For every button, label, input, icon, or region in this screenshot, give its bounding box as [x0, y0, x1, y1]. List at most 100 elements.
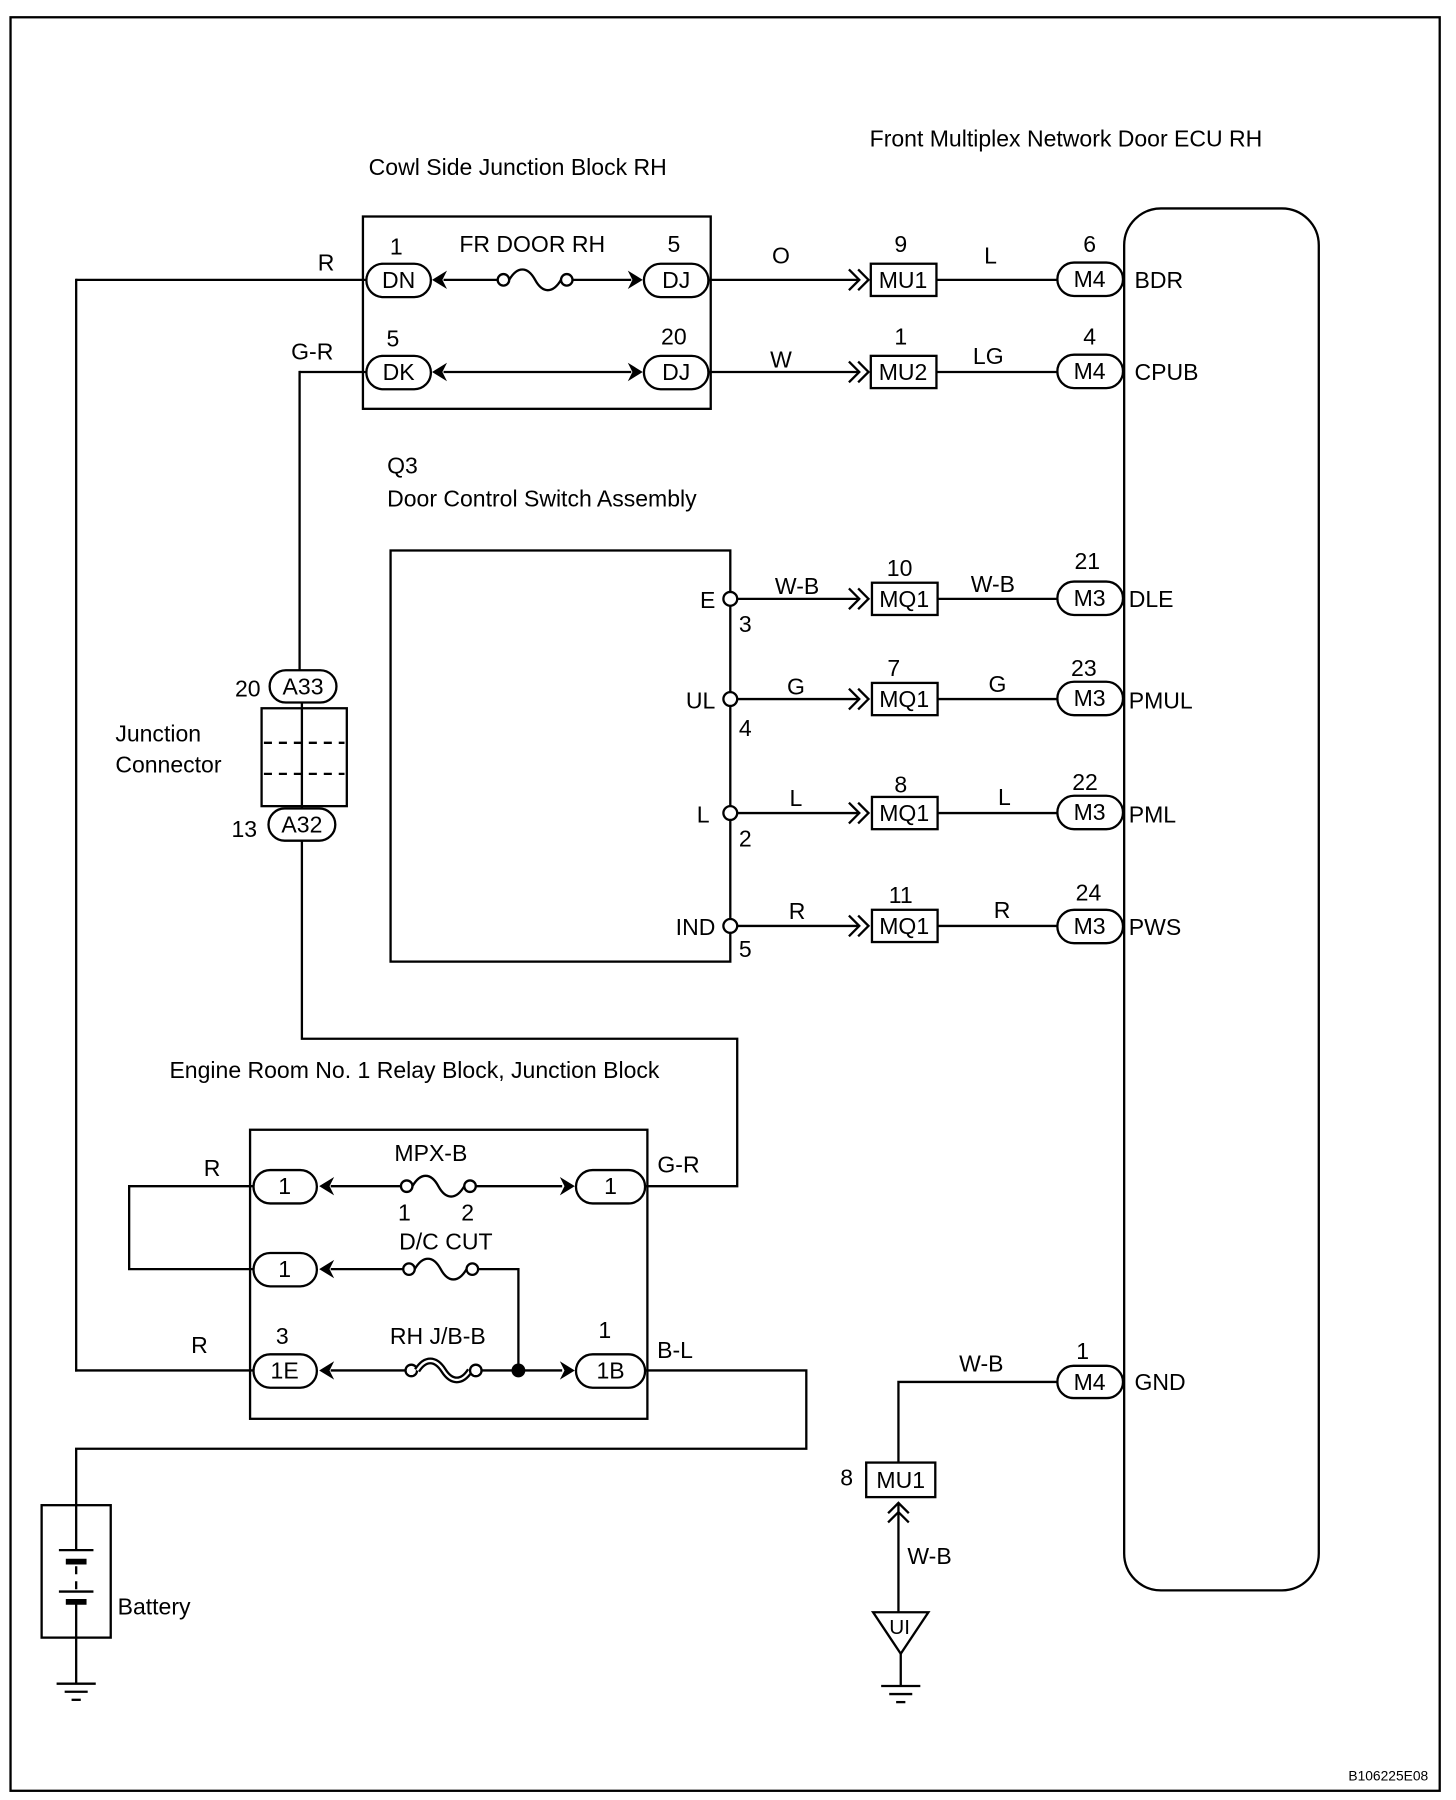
figure-code: B106225E08 — [1348, 1767, 1428, 1783]
pin-number: 4 — [1083, 323, 1096, 349]
junction-dot — [511, 1363, 526, 1378]
pin-number: 1 — [894, 323, 907, 349]
wire-color-label: G-R — [657, 1151, 699, 1177]
pin-number: 5 — [386, 326, 399, 352]
fusible-link-core — [416, 1359, 472, 1382]
connector-m3 — [1056, 908, 1125, 945]
cowl-jb-outline — [361, 215, 712, 410]
cowl-jb-title: Cowl Side Junction Block RH — [369, 154, 667, 180]
fuse-icon — [411, 1174, 466, 1198]
arrow-left-icon — [319, 1176, 335, 1196]
pin-number: 23 — [1071, 655, 1097, 681]
circuit-gnd: 1 M4 GND W-B 8 MU1 W-B UI — [840, 1338, 1186, 1704]
ecu-terminal-label: CPUB — [1135, 359, 1199, 385]
junction-connector-body — [260, 707, 348, 808]
pin-number: 11 — [889, 882, 913, 908]
wire-color-label: W-B — [775, 573, 819, 599]
connector-label: MQ1 — [879, 686, 929, 712]
wire-color-label: L — [984, 243, 997, 269]
ecu-terminal-label: PMUL — [1129, 687, 1193, 713]
arrow-left-icon — [432, 270, 448, 290]
circuit-cpub: W 1 MU2 LG 4 M4 CPUB — [708, 323, 1199, 390]
wire-color-label: LG — [973, 343, 1004, 369]
switch-terminal-label: IND — [676, 914, 716, 940]
fuse-terminal — [402, 1262, 416, 1277]
pin-number: 8 — [840, 1465, 853, 1491]
fuse-label: FR DOOR RH — [459, 231, 605, 257]
pin-number: 1 — [598, 1317, 611, 1343]
connector-label: M3 — [1074, 799, 1106, 825]
junction-connector-label-line1: Junction — [115, 721, 201, 747]
wire-color-label: L — [790, 785, 803, 811]
wire-color-label: G — [787, 673, 805, 699]
arrow-left-icon — [319, 1361, 335, 1380]
fuse-label: D/C CUT — [399, 1229, 492, 1255]
pin-number: 1 — [1076, 1338, 1089, 1364]
connector-label: M4 — [1074, 266, 1106, 292]
connector-label: A33 — [283, 673, 324, 699]
connector-label: 1 — [604, 1173, 617, 1199]
connector-label: 1E — [271, 1358, 299, 1384]
wire — [897, 1380, 1058, 1463]
connector-label: DJ — [662, 359, 690, 385]
connector-m3 — [1056, 680, 1125, 717]
pin-number: 5 — [667, 231, 680, 257]
connector-label: 1B — [596, 1358, 624, 1384]
pin-number: 24 — [1076, 880, 1102, 906]
wire-color-label: R — [191, 1332, 208, 1358]
connector-mq1 — [870, 581, 939, 617]
pin-number: 9 — [894, 231, 907, 257]
wire-color-label: W-B — [971, 571, 1015, 597]
connector-label: M3 — [1074, 585, 1106, 611]
arrow-left-icon — [432, 362, 448, 382]
ecu-terminal-label: BDR — [1135, 267, 1184, 293]
connector-label: M4 — [1074, 1369, 1106, 1395]
arrow-left-icon — [319, 1259, 335, 1279]
junction-connector-label-line2: Connector — [115, 752, 222, 778]
connector-chevron-icon — [848, 914, 871, 938]
connector-label: DJ — [662, 267, 690, 293]
pin-number: 2 — [739, 825, 752, 851]
circuit-pmul: UL 4 G 7 MQ1 G 23 M3 PMUL — [686, 655, 1193, 741]
connector-label: A32 — [281, 812, 322, 838]
relay-block-outline — [248, 1128, 649, 1420]
connector-mu1 — [865, 1461, 937, 1499]
connector-chevron-icon — [848, 268, 871, 292]
ecu-title: Front Multiplex Network Door ECU RH — [870, 125, 1263, 151]
pin-number: 7 — [887, 655, 900, 681]
connector-mq1 — [870, 908, 939, 944]
connector-label: 1 — [278, 1173, 291, 1199]
connector-label: DK — [383, 359, 416, 385]
pin-number: 4 — [739, 715, 752, 741]
pin-number: 1 — [398, 1200, 411, 1226]
engine-room-relay-block: 1 1 MPX-B 1 2 1 D/C CUT 3 1E — [248, 1128, 649, 1420]
junction-connector: 20 A33 13 A32 — [232, 669, 348, 842]
circuit-dle: E 3 W-B 10 MQ1 W-B 21 M3 DLE — [700, 548, 1174, 637]
circuit-pml: L 2 L 8 MQ1 L 22 M3 PML — [697, 769, 1177, 851]
ecu-body — [1123, 207, 1320, 1592]
switch-terminal-label: E — [700, 587, 715, 613]
switch-assembly-outline — [389, 549, 732, 963]
pin-number: 13 — [232, 816, 258, 842]
relay-block-title: Engine Room No. 1 Relay Block, Junction … — [169, 1057, 659, 1083]
fuse-terminal — [465, 1262, 480, 1277]
pin-number: 6 — [1083, 231, 1096, 257]
battery — [40, 1504, 112, 1701]
pin-number: 8 — [894, 771, 907, 797]
switch-terminal — [722, 804, 739, 822]
fuse-terminal — [404, 1363, 419, 1378]
switch-terminal — [722, 917, 739, 934]
wire-color-label: G-R — [291, 338, 333, 364]
fuse-icon — [508, 268, 563, 292]
cowl-side-junction-block: FR DOOR RH 1 DN 5 DJ 5 DK 20 DJ — [361, 215, 712, 410]
fuse-terminal — [559, 272, 574, 287]
connector-mu1 — [869, 262, 938, 298]
connector-label: MU2 — [879, 359, 928, 385]
fuse-icon — [413, 1257, 468, 1281]
connector-chevron-icon — [848, 801, 871, 825]
battery-label: Battery — [118, 1594, 191, 1620]
wire-gr-run — [300, 840, 739, 1188]
circuit-bdr: O 9 MU1 L 6 M4 BDR — [708, 231, 1184, 298]
connector-label: 1 — [278, 1256, 291, 1282]
